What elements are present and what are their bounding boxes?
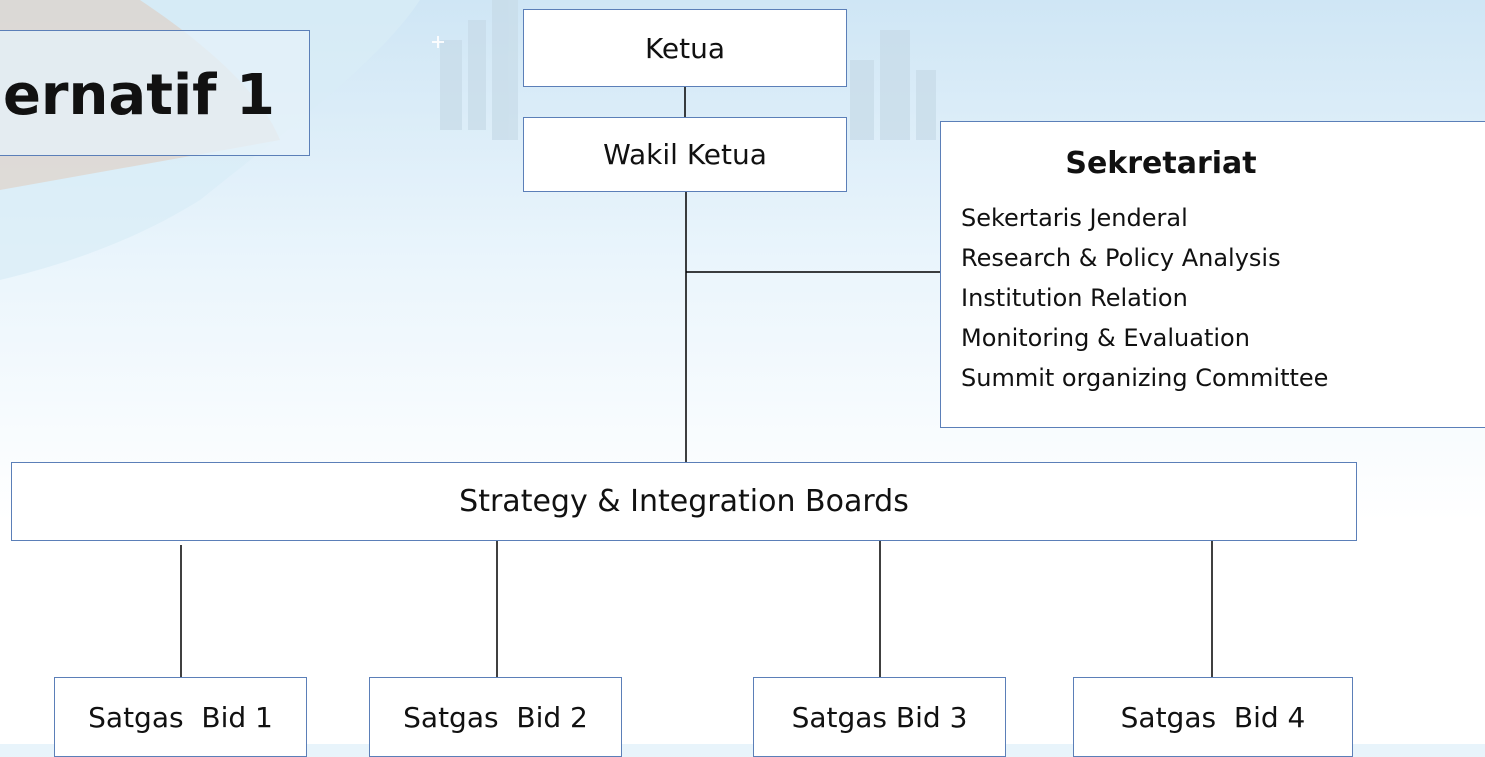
sekretariat-list: Sekertaris Jenderal Research & Policy An… [961, 198, 1328, 398]
sekretariat-item: Research & Policy Analysis [961, 244, 1281, 272]
sekretariat-item: Summit organizing Committee [961, 364, 1329, 392]
sekretariat-title: Sekretariat [1065, 146, 1257, 181]
node-satgas-label: Satgas Bid 3 [791, 700, 968, 734]
sekretariat-box: Sekretariat Sekertaris Jenderal Research… [940, 121, 1485, 428]
node-satgas-label: Satgas Bid 2 [403, 700, 588, 734]
node-satgas-label: Satgas Bid 4 [1120, 700, 1306, 734]
sekretariat-item: Sekertaris Jenderal [961, 204, 1188, 232]
node-strategy-label: Strategy & Integration Boards [459, 484, 909, 519]
sekretariat-item: Institution Relation [961, 284, 1188, 312]
node-ketua-label: Ketua [644, 31, 726, 65]
node-satgas-3: Satgas Bid 3 [753, 677, 1006, 757]
sekretariat-item: Monitoring & Evaluation [961, 324, 1250, 352]
node-strategy-boards: Strategy & Integration Boards [11, 462, 1357, 541]
node-satgas-1: Satgas Bid 1 [54, 677, 307, 757]
slide-title: ernatif 1 [2, 63, 275, 128]
node-wakil-ketua-label: Wakil Ketua [603, 138, 767, 171]
node-satgas-label: Satgas Bid 1 [88, 700, 273, 734]
node-wakil-ketua: Wakil Ketua [523, 117, 847, 192]
node-satgas-2: Satgas Bid 2 [369, 677, 622, 757]
slide-title-box: ernatif 1 [0, 30, 310, 156]
node-ketua: Ketua [523, 9, 847, 87]
node-satgas-4: Satgas Bid 4 [1073, 677, 1353, 757]
